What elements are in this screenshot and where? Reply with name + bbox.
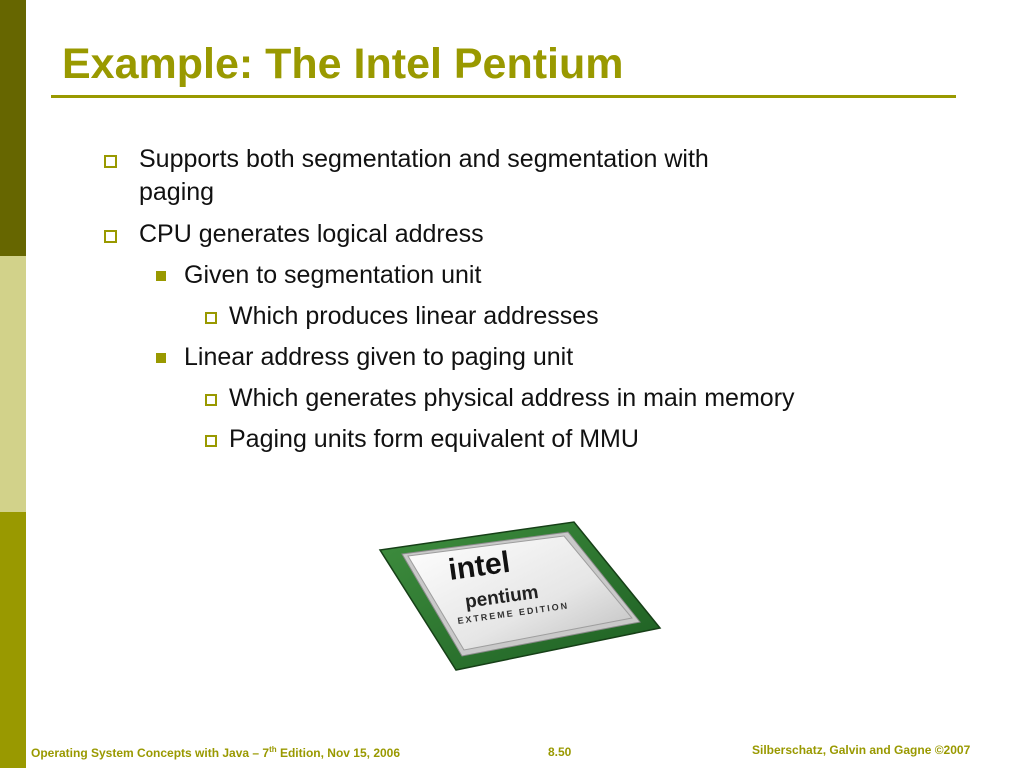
bullet-item-level-3: Which generates physical address in main… (229, 382, 795, 415)
slide-title: Example: The Intel Pentium (62, 40, 624, 88)
chip-heatspreader-lid (407, 535, 633, 651)
footer-title-prefix: Operating System Concepts with Java – 7 (31, 746, 270, 760)
bullet-text-line: Given to segmentation unit (184, 261, 482, 289)
footer-page-number: 8.50 (548, 745, 572, 759)
intel-pentium-chip-image: intel pentium EXTREME EDITION (378, 518, 662, 674)
bullet-text-line: Paging units form equivalent of MMU (229, 425, 639, 453)
bullet-marker-level-3 (205, 312, 217, 324)
sidebar-accent-bar (0, 0, 26, 768)
bullet-text-line: Which generates physical address in main… (229, 384, 795, 412)
bullet-text-line: CPU generates logical address (139, 220, 484, 248)
bullet-marker-level-2 (156, 353, 166, 363)
sidebar-segment-light (0, 256, 26, 512)
bullet-marker-level-3 (205, 394, 217, 406)
bullet-item-level-2: Given to segmentation unit (184, 259, 481, 292)
bullet-marker-level-2 (156, 271, 166, 281)
bullet-marker-level-3 (205, 435, 217, 447)
bullet-text-line: Which produces linear addresses (229, 302, 599, 330)
bullet-item-level-2: Linear address given to paging unit (184, 341, 573, 374)
bullet-item-level-3: Paging units form equivalent of MMU (229, 423, 639, 456)
bullet-marker-level-1 (104, 155, 117, 168)
bullet-text-line: paging (139, 178, 215, 206)
sidebar-segment-mid (0, 512, 26, 768)
footer-authors: Silberschatz, Galvin and Gagne ©2007 (752, 743, 971, 757)
footer-title-sup: th (269, 745, 277, 754)
footer-title-suffix: Edition, Nov 15, 2006 (276, 746, 401, 760)
title-underline (51, 95, 956, 98)
bullet-text-line: Linear address given to paging unit (184, 343, 574, 371)
bullet-item-level-1: Supports both segmentation and segmentat… (139, 143, 709, 209)
footer-course-title: Operating System Concepts with Java – 7t… (31, 745, 400, 760)
bullet-item-level-3: Which produces linear addresses (229, 300, 599, 333)
bullet-marker-level-1 (104, 230, 117, 243)
bullet-text-line: Supports both segmentation and segmentat… (139, 145, 709, 173)
bullet-item-level-1: CPU generates logical address (139, 218, 484, 251)
sidebar-segment-dark (0, 0, 26, 256)
cpu-chip-icon: intel pentium EXTREME EDITION (378, 521, 662, 671)
